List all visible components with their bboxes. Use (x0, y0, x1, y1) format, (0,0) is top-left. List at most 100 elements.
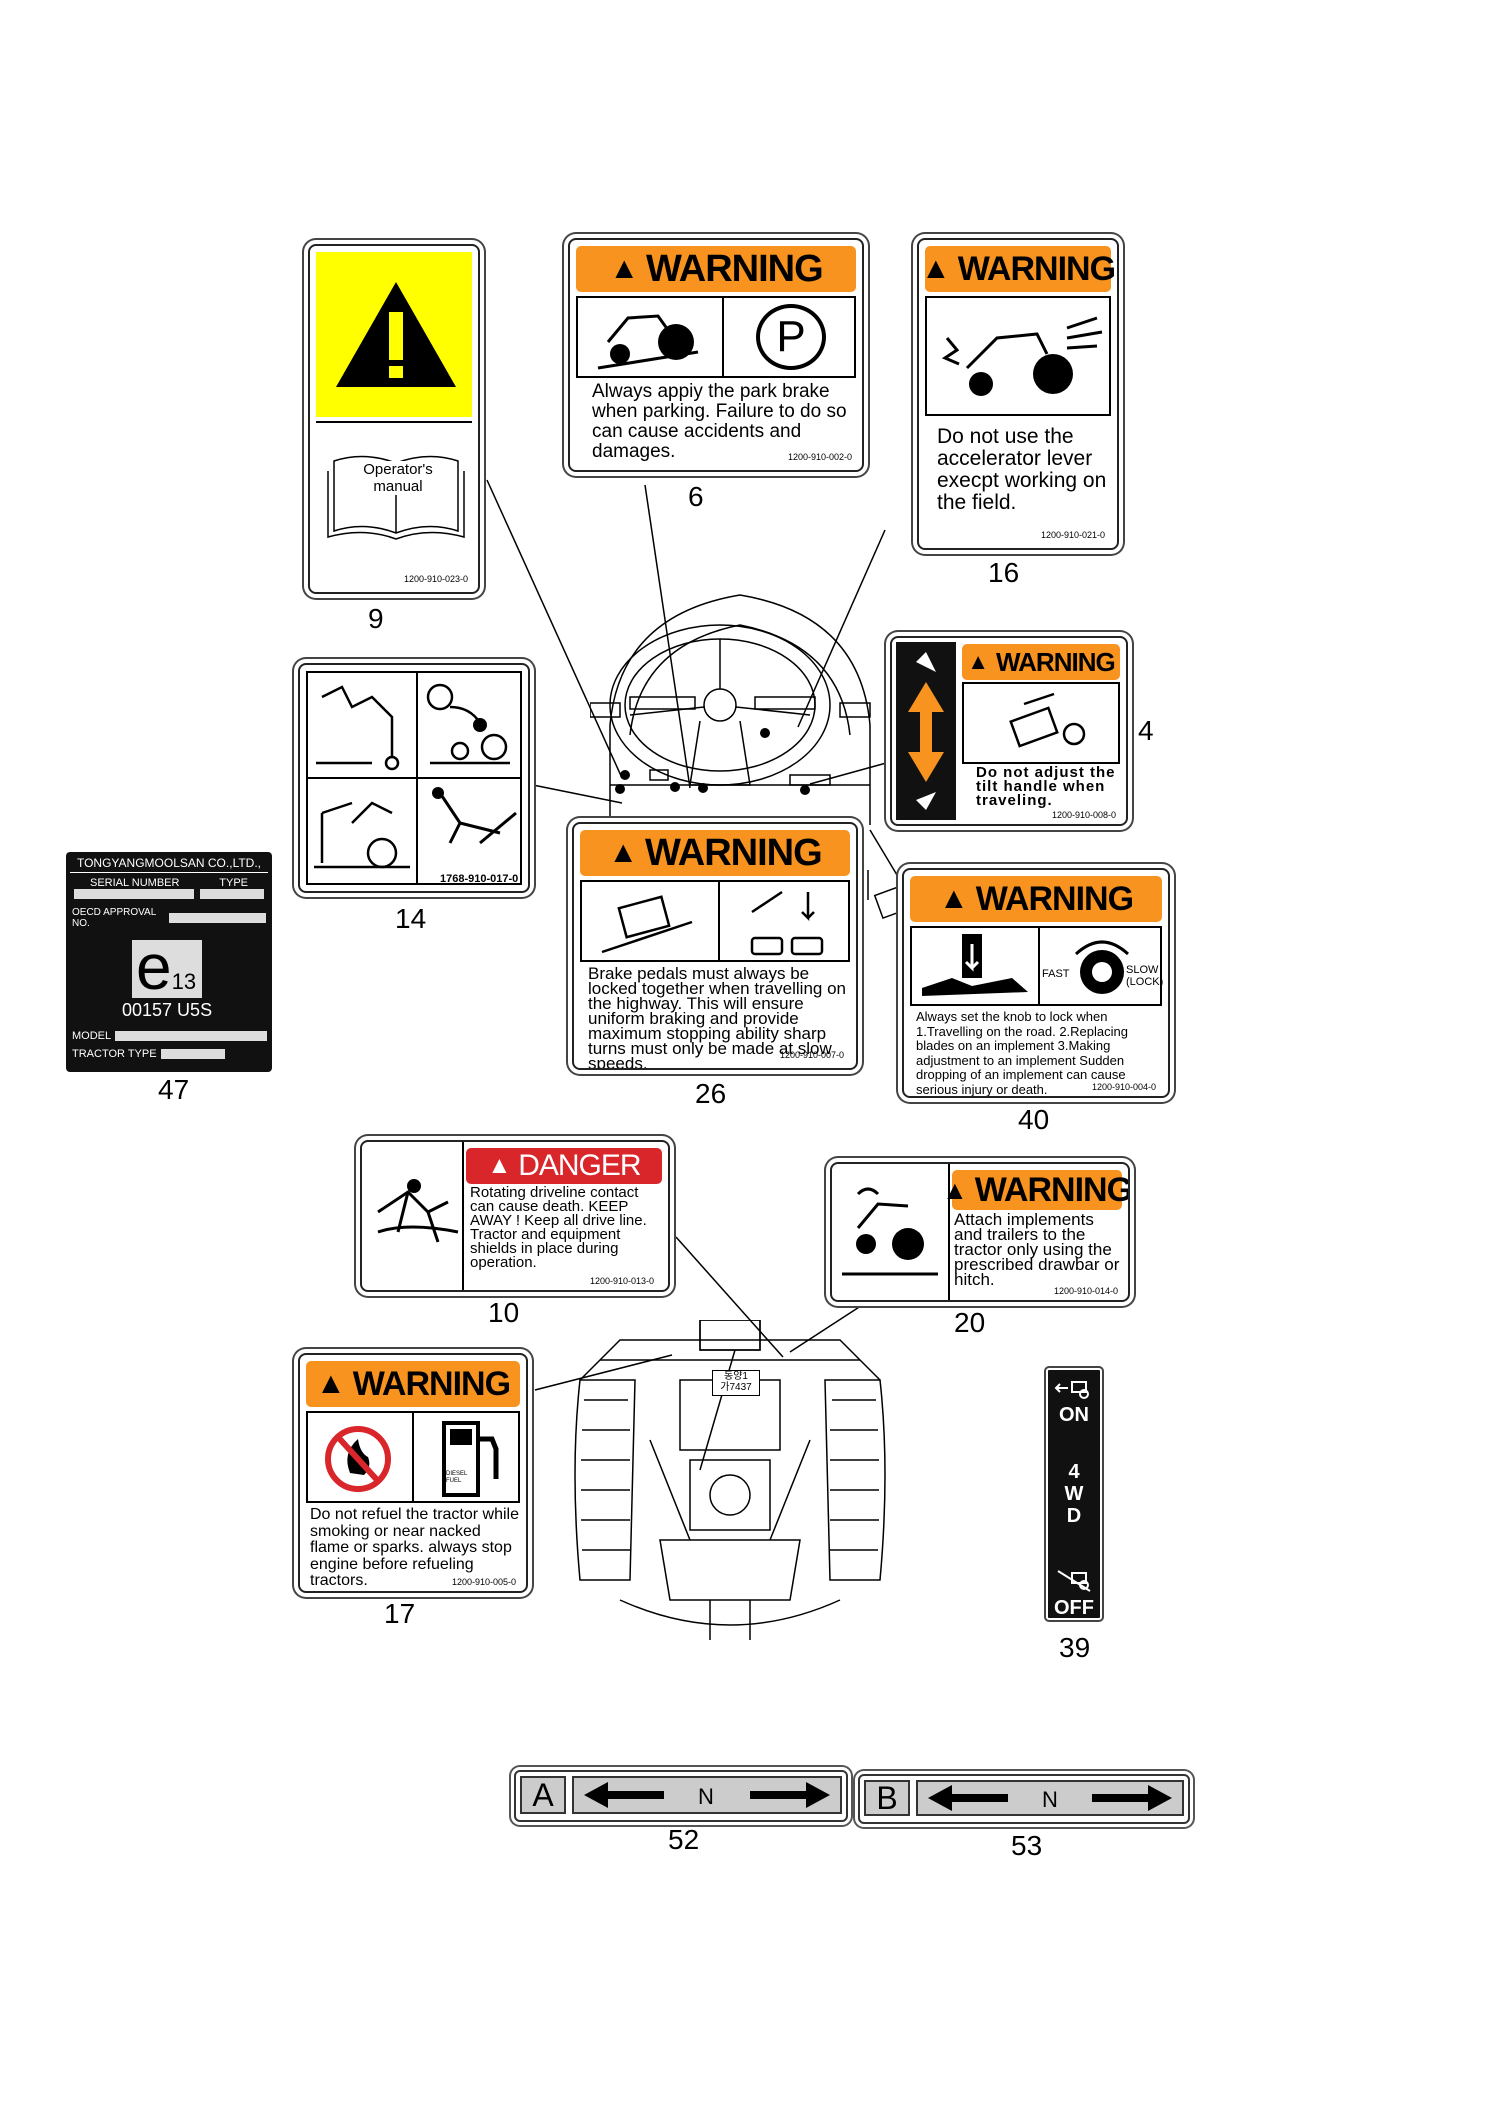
manual-panel: Operator's manual (316, 421, 472, 586)
warning-triangle-icon: ▲ (920, 252, 951, 285)
serial-number-label: SERIAL NUMBER (90, 877, 180, 889)
arrow-panel: N (572, 1776, 842, 1814)
callout-number: 4 (1138, 715, 1154, 746)
tractor-on-icon (1054, 1381, 1089, 1399)
warning-text: Do not refuel the tractor while smoking … (310, 1506, 519, 1589)
label-47-serial-plate: TONGYANGMOOLSAN CO.,LTD., SERIAL NUMBER T… (66, 852, 272, 1072)
warning-triangle-icon: ▲ (938, 882, 969, 915)
warning-header: ▲WARNING (576, 246, 856, 292)
grid-horizontal-divider (308, 777, 520, 779)
warning-text: Do not adjust the tilt handle when trave… (976, 764, 1116, 809)
callout-number: 47 (158, 1074, 190, 1105)
header-text: WARNING (996, 646, 1116, 677)
book-text: Operator's manual (346, 461, 450, 495)
left-right-arrow-icon (928, 1785, 1172, 1811)
label-52-shift-indicator-a: A N (514, 1770, 848, 1822)
no-flame-icon (325, 1426, 391, 1492)
steering-tilt-icon (1009, 692, 1086, 748)
pictogram-row: P (576, 296, 856, 378)
falling-person-icon (432, 787, 517, 845)
tilt-arrow-panel (896, 642, 956, 820)
label-code: 1200-910-005-0 (451, 1577, 516, 1587)
callout-number: 40 (1018, 1104, 1050, 1135)
header-text: WARNING (975, 879, 1134, 918)
letter-text: B (876, 1780, 898, 1816)
loader-hazard-icon (316, 685, 400, 771)
header-text: WARNING (352, 1364, 511, 1403)
header-text: WARNING (645, 831, 823, 874)
label-code: 1200-910-007-0 (779, 1050, 844, 1060)
warning-header: ▲WARNING (942, 1170, 1128, 1210)
tractor-type-label: TRACTOR TYPE (72, 1048, 157, 1060)
label-40-lowering-knob-warning: ▲WARNING FAST SLOW (LOCK) Always set the… (902, 868, 1170, 1098)
callout-number: 9 (368, 603, 384, 634)
label-code: 1200-910-021-0 (1040, 530, 1105, 540)
label-code: 1200-910-002-0 (787, 452, 852, 462)
pane-divider (1038, 928, 1040, 1004)
pane-divider (948, 1164, 950, 1300)
label-code: 1200-910-023-0 (403, 574, 468, 584)
plate-region: 동양1 (724, 1371, 748, 1382)
pictogram-row: DIESEL FUEL (306, 1411, 520, 1503)
model-label: MODEL (72, 1030, 112, 1042)
serial-row: SERIAL NUMBER TYPE (70, 873, 268, 889)
pictogram-pane (925, 296, 1111, 416)
label-14-pictogram-warning: 1768-910-017-0 (298, 663, 530, 893)
label-4-tilt-handle-warning: ▲WARNING Do not adjust the tilt handle w… (890, 636, 1128, 826)
callout-number: 10 (488, 1297, 520, 1328)
park-glyph: P (776, 312, 806, 361)
label-16-accelerator-warning: ▲WARNING Do not use the accelerator leve… (917, 238, 1119, 550)
park-brake-icon: P (756, 304, 826, 370)
warning-header: ▲WARNING (306, 1361, 520, 1407)
serial-fields (70, 889, 268, 899)
label-26-brake-pedal-warning: ▲WARNING Brake pedals must always be loc… (572, 822, 858, 1070)
model-row: MODEL (72, 1030, 268, 1042)
warning-triangle-icon: ▲ (609, 252, 639, 285)
callout-number: 52 (668, 1824, 700, 1855)
e-mark-letter: e (136, 931, 172, 1003)
tractor-rolling-icon (597, 314, 699, 370)
letter-box: B (864, 1780, 910, 1816)
warning-header: ▲WARNING (962, 644, 1120, 680)
tractor-off-icon (1057, 1570, 1091, 1592)
callout-number: 17 (384, 1598, 416, 1629)
label-code: 1768-910-017-0 (440, 873, 519, 885)
pictogram-grid: 1768-910-017-0 (306, 671, 522, 885)
pane-divider (462, 1142, 464, 1290)
off-text: OFF (1054, 1597, 1094, 1619)
label-10-driveline-danger: ▲DANGER Rotating driveline contact can c… (360, 1140, 670, 1292)
tractor-dashboard-illustration (590, 594, 871, 825)
label-6-park-brake-warning: ▲WARNING P Always appiy the park brake w… (568, 238, 864, 472)
type-label: TYPE (219, 877, 248, 889)
oecd-label: OECD APPROVAL NO. (72, 907, 156, 929)
tractor-type-row: TRACTOR TYPE (72, 1048, 225, 1060)
pane-divider (412, 1413, 414, 1501)
tractor-crash-icon (941, 316, 1103, 396)
pane-divider (718, 882, 720, 960)
header-text: WARNING (974, 1170, 1130, 1209)
warning-triangle-icon: ▲ (315, 1367, 346, 1400)
callout-number: 6 (688, 481, 704, 512)
rotary-knob-icon (1074, 940, 1130, 994)
letter-text: A (532, 1777, 554, 1813)
approval-number: 00157 U5S (122, 1000, 213, 1020)
warning-triangle-icon: ▲ (941, 1174, 968, 1205)
exclamation-triangle-icon (336, 282, 456, 387)
header-text: WARNING (957, 249, 1116, 288)
pane-divider (722, 298, 724, 376)
warning-text: Attach implements and trailers to the tr… (954, 1210, 1120, 1289)
warning-text: Always set the knob to lock when 1.Trave… (916, 1009, 1128, 1097)
neutral-text: N (698, 1784, 714, 1809)
rotating-hazard-icon (426, 683, 510, 765)
warning-text: Always appiy the park brake when parking… (592, 381, 847, 462)
e-mark-number: 13 (171, 969, 197, 994)
label-39-4wd-switch: ON 4 W D OFF (1046, 1368, 1102, 1620)
tilt-arrow-icon (908, 652, 944, 810)
maker-name: TONGYANGMOOLSAN CO.,LTD., (70, 856, 268, 873)
label-code: 1200-910-014-0 (1053, 1286, 1118, 1296)
oecd-row: OECD APPROVAL NO. (70, 899, 268, 929)
plate-number: 가7437 (720, 1382, 752, 1393)
on-text: ON (1059, 1404, 1089, 1426)
label-code: 1200-910-013-0 (589, 1276, 654, 1286)
